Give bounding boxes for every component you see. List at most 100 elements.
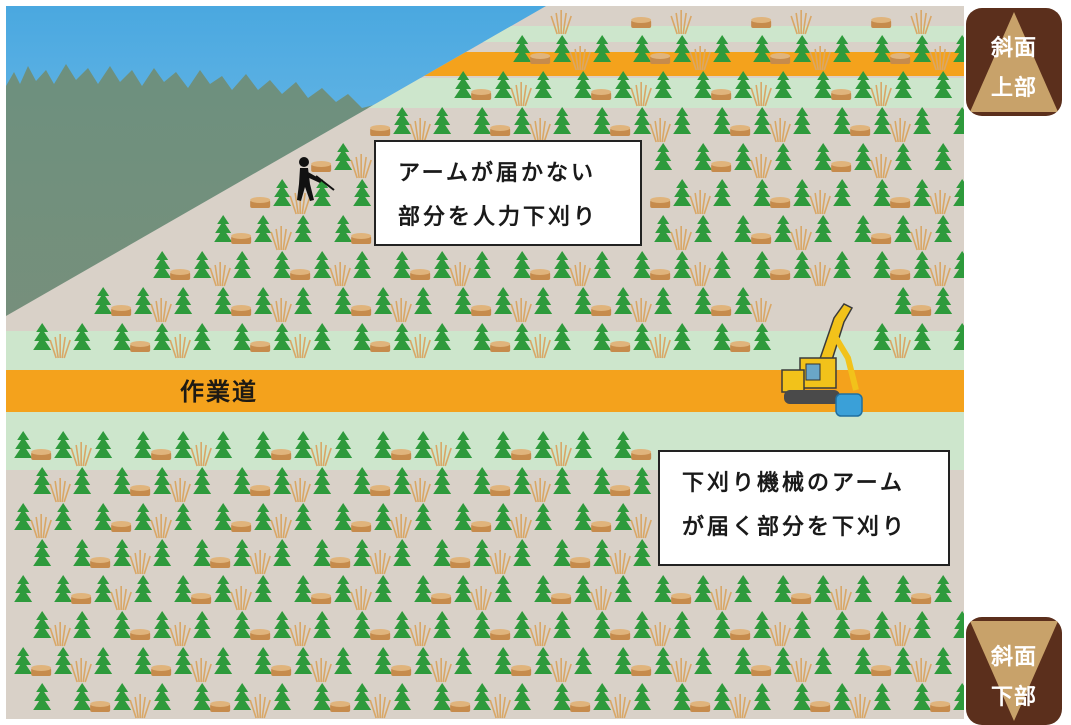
seedling-icon [913, 107, 932, 134]
seedling-icon [953, 107, 964, 134]
seedling-leaves [694, 143, 713, 170]
weed-blade [143, 555, 151, 575]
weed-blade [604, 591, 612, 611]
seedling-leaves [673, 35, 692, 62]
seedling-leaves [753, 107, 772, 134]
weed-blade [635, 84, 640, 107]
seedling-leaves [393, 323, 412, 350]
stump-top [31, 665, 52, 671]
weed-icon [390, 514, 412, 539]
weed-blade [795, 12, 800, 35]
seedling-leaves [414, 575, 433, 602]
weed-icon [889, 622, 911, 647]
stump-top [711, 161, 732, 167]
seedling-icon [553, 251, 572, 278]
seedling-leaves [414, 503, 433, 530]
seedling-icon [513, 107, 532, 134]
seedling-leaves [473, 611, 492, 638]
weed-blade [122, 588, 127, 611]
weed-icon [289, 478, 311, 503]
stump-top [130, 341, 151, 347]
seedling-icon [94, 503, 113, 530]
weed-icon [169, 334, 191, 359]
weed-blade [802, 228, 807, 251]
weed-blade [809, 51, 817, 71]
seedling-leaves [214, 215, 233, 242]
seedling-icon [134, 575, 153, 602]
weed-blade [124, 591, 132, 611]
weed-blade [894, 120, 899, 143]
seedling-leaves [654, 647, 673, 674]
weed-icon [310, 442, 332, 467]
seedling-icon [873, 107, 892, 134]
seedling-icon [134, 431, 153, 458]
weed-blade [204, 663, 212, 683]
seedling-icon [473, 539, 492, 566]
seedling-leaves [54, 431, 73, 458]
stump-top [850, 125, 871, 131]
weed-blade [764, 87, 772, 107]
seedling-icon [193, 323, 212, 350]
weed-icon [929, 46, 951, 71]
seedling-leaves [433, 467, 452, 494]
stump-top [631, 17, 652, 23]
seedling-leaves [374, 287, 393, 314]
seedling-leaves [273, 539, 292, 566]
weed-blade [755, 300, 760, 323]
seedling-icon [473, 611, 492, 638]
seedling-icon [654, 647, 673, 674]
weed-blade [550, 447, 558, 467]
stump-icon [591, 89, 612, 100]
seedling-leaves [233, 611, 252, 638]
stump-icon [570, 557, 591, 568]
stump-icon [111, 305, 132, 316]
seedling-leaves [113, 467, 132, 494]
stump-icon [271, 449, 292, 460]
stump-icon [850, 629, 871, 640]
seedling-leaves [294, 431, 313, 458]
seedling-icon [534, 647, 553, 674]
seedling-icon [393, 539, 412, 566]
weed-icon [249, 694, 271, 719]
seedling-leaves [334, 503, 353, 530]
seedling-leaves [694, 647, 713, 674]
stump-icon [911, 305, 932, 316]
weed-blade [774, 624, 779, 647]
stump-top [130, 485, 151, 491]
weed-blade [524, 303, 532, 323]
seedling-leaves [494, 503, 513, 530]
weed-icon [729, 694, 751, 719]
stump-top [250, 341, 271, 347]
seedling-leaves [913, 683, 932, 710]
seedling-icon [193, 539, 212, 566]
seedling-icon [774, 575, 793, 602]
seedling-leaves [193, 323, 212, 350]
stump-icon [391, 449, 412, 460]
stump-icon [770, 269, 791, 280]
weed-icon [430, 442, 452, 467]
seedling-icon [134, 287, 153, 314]
seedling-icon [273, 251, 292, 278]
seedling-leaves [753, 179, 772, 206]
seedling-icon [894, 647, 913, 674]
stump-top [730, 629, 751, 635]
weed-blade [755, 84, 760, 107]
seedling-icon [713, 179, 732, 206]
seedling-leaves [934, 575, 953, 602]
weed-blade [569, 51, 577, 71]
weed-blade [623, 555, 631, 575]
seedling-leaves [294, 215, 313, 242]
callout-line: 部分を人力下刈り [398, 205, 599, 230]
seedling-leaves [254, 431, 273, 458]
stump-top [610, 125, 631, 131]
seedling-leaves [633, 107, 652, 134]
seedling-leaves [934, 143, 953, 170]
seedling-icon [894, 215, 913, 242]
seedling-leaves [134, 575, 153, 602]
weed-blade [409, 627, 417, 647]
seedling-leaves [313, 611, 332, 638]
seedling-icon [54, 575, 73, 602]
stump-icon [31, 665, 52, 676]
weed-blade [550, 15, 558, 35]
seedling-icon [734, 575, 753, 602]
